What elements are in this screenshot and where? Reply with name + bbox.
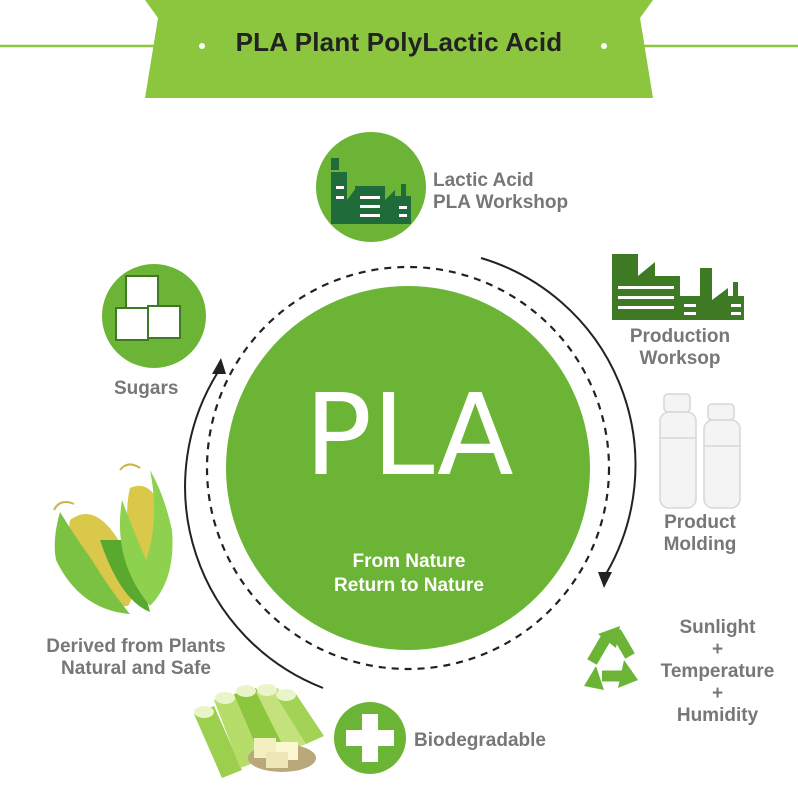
banner-dot-right: [601, 43, 607, 49]
motto-line-1: From Nature: [352, 551, 466, 572]
sunlight-label: Sunlight: [679, 617, 756, 638]
biodegradable-cross-icon: [334, 702, 406, 774]
molding-label: Molding: [663, 534, 737, 555]
derived-from-plants-label: Derived from Plants: [46, 636, 226, 657]
lactic-acid-label: Lactic Acid: [433, 170, 534, 191]
pla-title: PLA: [304, 371, 514, 501]
worksop-label: Worksop: [639, 348, 721, 369]
plus-2: +: [711, 683, 724, 704]
motto-line-2: Return to Nature: [334, 575, 484, 596]
arrow-right: [598, 572, 612, 588]
natural-safe-label: Natural and Safe: [61, 658, 211, 679]
sugarcane-icon: [194, 684, 324, 778]
plus-1: +: [711, 639, 724, 660]
recycle-icon: [584, 626, 638, 690]
arc-right: [480, 257, 637, 575]
production-label: Production: [629, 326, 731, 347]
bottles-icon: [659, 393, 741, 509]
banner-plate: [188, 10, 610, 82]
pla-workshop-label: PLA Workshop: [433, 192, 569, 213]
product-label: Product: [664, 512, 736, 533]
banner-dot-left: [199, 43, 205, 49]
temperature-label: Temperature: [660, 661, 775, 682]
sugars-label: Sugars: [114, 378, 179, 399]
factory-icon: [316, 132, 426, 242]
dashed-ring: [205, 265, 611, 671]
biodegradable-label: Biodegradable: [414, 730, 546, 751]
banner: [0, 0, 798, 98]
arc-left: [184, 371, 324, 689]
production-factory-icon: [612, 254, 744, 320]
banner-title: PLA Plant PolyLactic Acid: [235, 27, 563, 57]
humidity-label: Humidity: [676, 705, 759, 726]
arrow-left: [212, 358, 226, 374]
sugar-cubes-icon: [102, 264, 206, 368]
corn-icon: [53, 463, 173, 614]
pla-circle: [226, 286, 590, 650]
